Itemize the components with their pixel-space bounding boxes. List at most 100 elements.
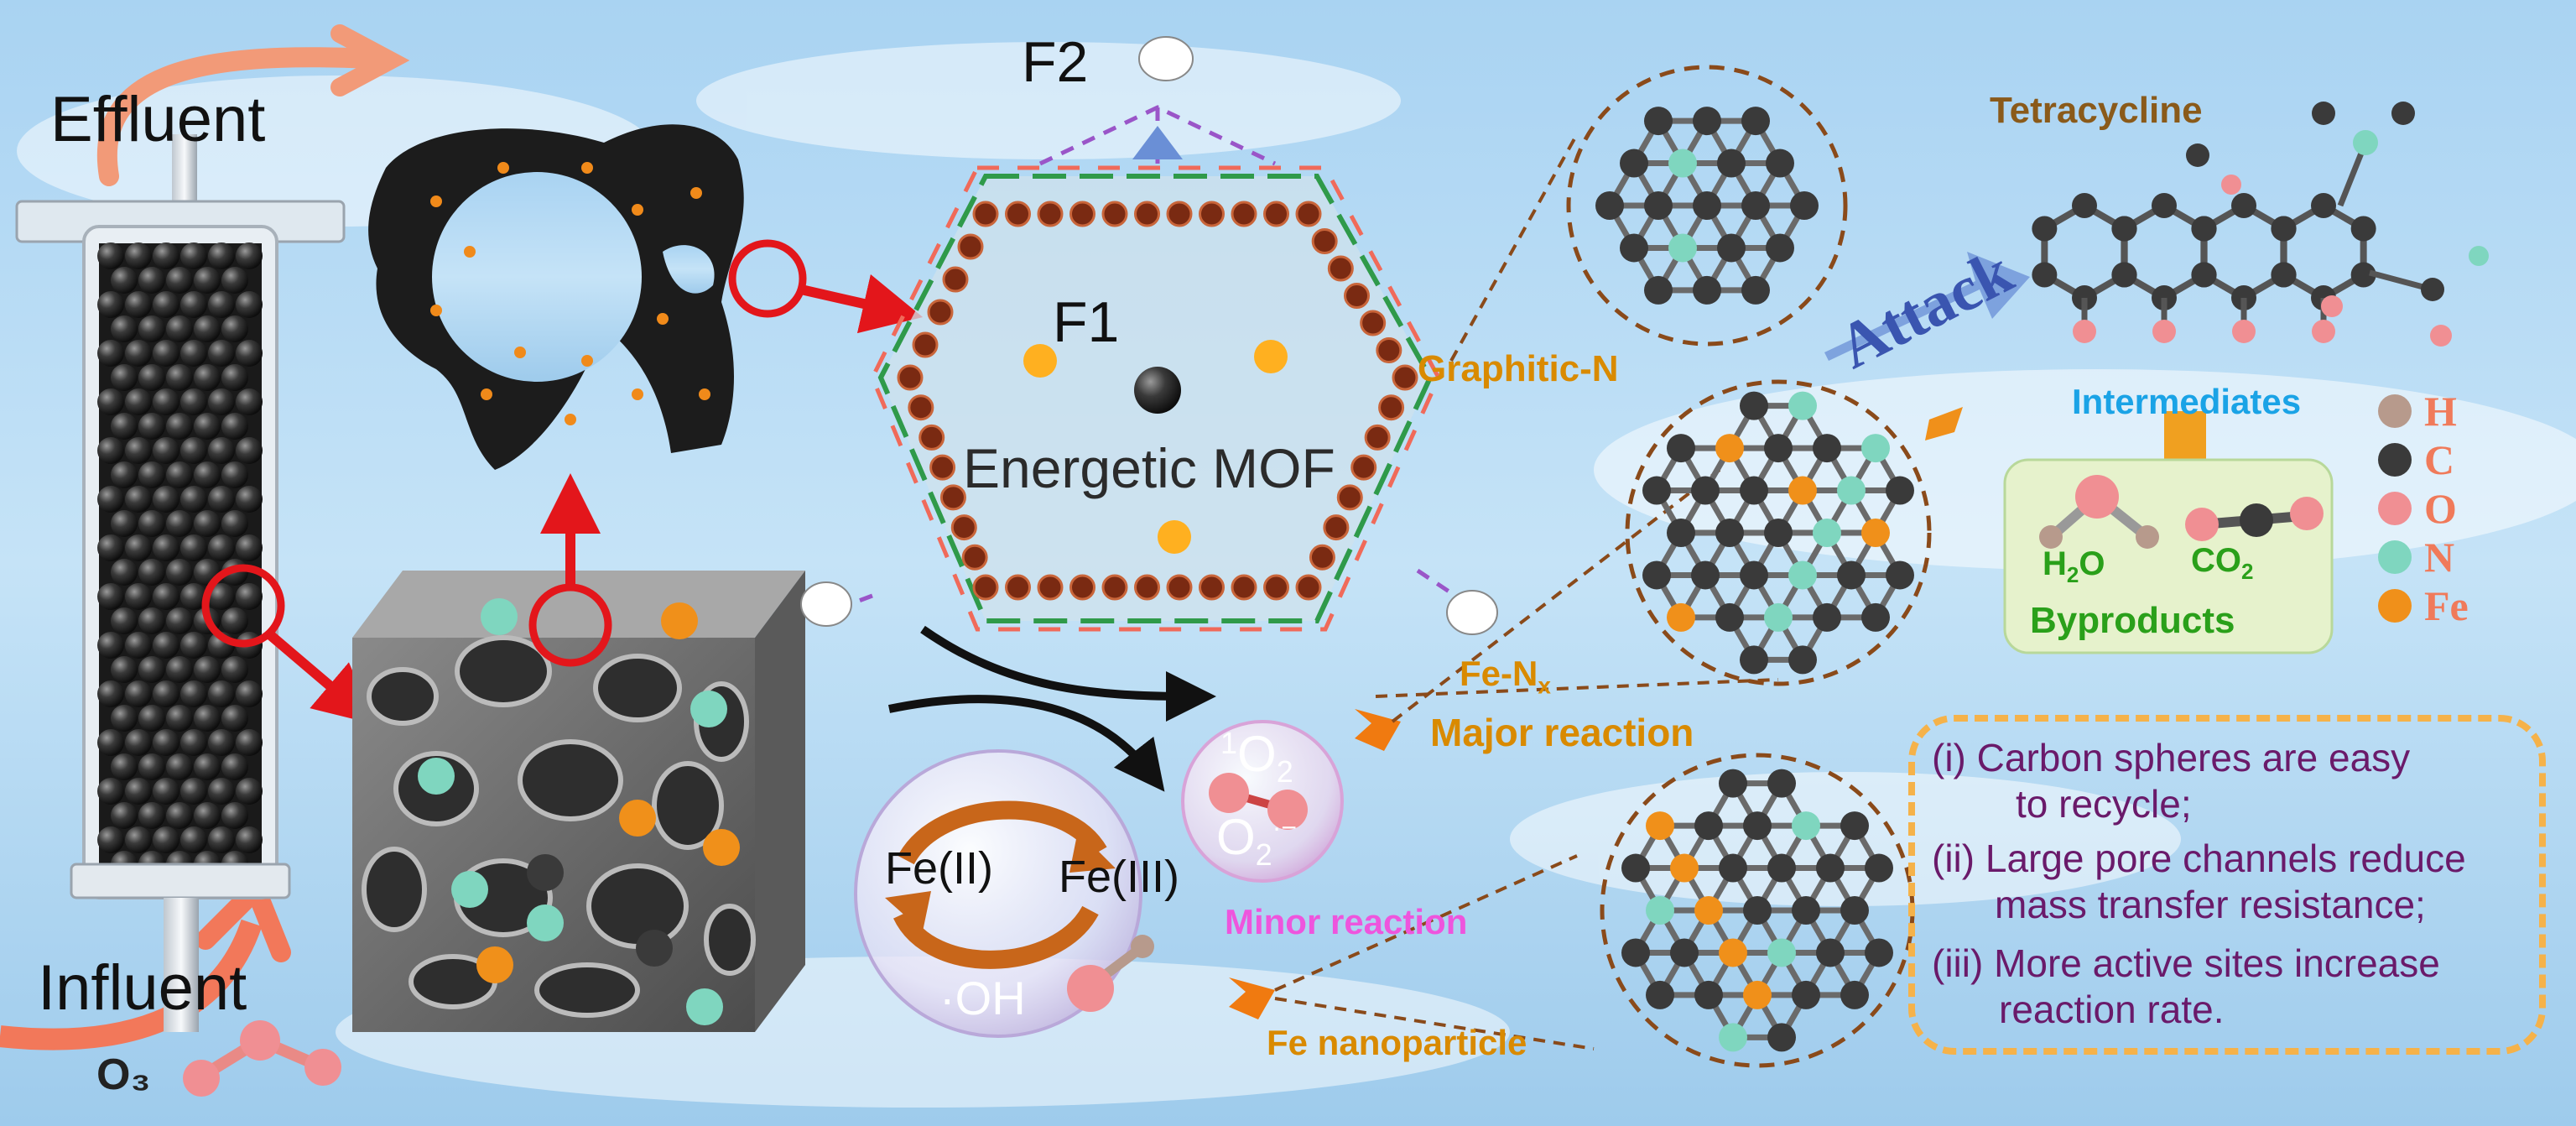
black-arrow-lower [887,695,1165,792]
carbon-sphere [180,486,207,513]
mof-bead [1364,424,1391,451]
carbon-sphere [97,680,124,707]
mof-bead [1327,255,1354,282]
carbon-atom [1840,896,1869,925]
carbon-atom [1764,434,1793,463]
carbon-atom [1790,191,1819,220]
major-reaction-chevron [1355,709,1401,751]
carbon-sphere [180,778,207,805]
carbon-atom [1642,560,1671,590]
carbon-sphere [180,680,207,707]
carbon-sphere [194,753,221,780]
carbon-atom [1693,107,1721,136]
pore [534,962,640,1018]
mof-bead [1166,201,1193,227]
nitrogen-atom [1837,476,1866,505]
major-reaction-label: Major reaction [1430,711,1694,754]
influent-arrow [0,919,263,1050]
carbon-sphere [180,583,207,610]
carbon-sphere [166,364,193,391]
cube-atom [527,854,564,891]
oxygen-atom [2232,320,2256,343]
effluent-arrow-head [330,24,410,96]
carbon-sphere [194,461,221,488]
carbon-sphere [125,486,152,513]
fe-dot [497,162,509,174]
carbon-atom [1886,560,1914,590]
carbon-atom [1644,275,1673,305]
fe3-label: Fe(III) [1059,852,1179,902]
carbon-sphere [97,291,124,318]
mof-bead [908,394,934,421]
carbon-sphere [221,607,248,634]
cube-atom [619,800,656,837]
nitrogen-atom [1719,1023,1747,1052]
carbon-sphere [166,461,193,488]
legend-swatch-o [2378,492,2412,525]
carbon-sphere [111,607,138,634]
carbon-sphere [153,437,180,464]
mof-bead [897,364,924,391]
nitrogen-atom [1861,434,1890,463]
carbon-atom [1741,107,1770,136]
pore [362,847,427,932]
legend-swatch-h [2378,394,2412,428]
carbon-sphere [138,559,165,586]
f2-arrow [1132,126,1183,159]
energetic-mof-label: Energetic MOF [963,437,1335,499]
carbon-sphere [221,705,248,732]
fe-dot [430,305,442,316]
marker-arrow-pore-to-mof [799,274,924,334]
carbon-sphere [138,510,165,537]
carbon-atom [1743,811,1772,841]
minor-reaction-label: Minor reaction [1225,902,1468,941]
fe-dot [632,204,643,216]
cube-atom [703,829,740,866]
carbon-atom [1715,519,1744,547]
carbon-sphere [153,534,180,561]
carbon-atom [1646,980,1674,1009]
mof-bead [972,574,999,601]
carbon-sphere [125,291,152,318]
carbon-sphere [97,632,124,659]
carbon-sphere [194,315,221,342]
superoxide-label: O2·− [1216,812,1297,870]
singlet-o: O [1237,726,1277,782]
carbon-sphere [166,705,193,732]
oxygen-atom [2221,175,2241,195]
carbon-sphere [208,583,235,610]
carbon-atom [1743,896,1772,925]
carbon-atom [1740,560,1768,590]
note-3-line-2: reaction rate. [1999,988,2225,1031]
note-3-line-1: (iii) More active sites increase [1932,941,2440,985]
nitrogen-atom [1646,896,1674,925]
carbon-sphere [180,632,207,659]
fe-dot [464,246,476,258]
carbon-sphere [125,388,152,415]
cube-atom [527,904,564,941]
carbon-sphere [208,486,235,513]
carbon-sphere [166,656,193,683]
mof-bead [919,424,945,451]
byproducts-panel [2003,458,2334,654]
fe-nx-subscript: x [1538,672,1551,699]
carbon-sphere [125,632,152,659]
carbon-atom [1813,434,1841,463]
nitrogen-atom [1764,602,1793,632]
oxygen-atom [2312,320,2335,343]
carbon-atom [1861,602,1890,632]
carbon-atom [2421,278,2444,301]
nitrogen-atom [2469,246,2489,266]
carbon-atom [1740,476,1768,505]
h2o-label: H2O [2043,547,2105,586]
legend-swatch-n [2378,540,2412,574]
carbon-sphere [236,340,263,367]
carbon-sphere [180,826,207,853]
mof-bead [1295,201,1322,227]
element-legend [2378,394,2412,623]
carbon-sphere [236,534,263,561]
carbon-sphere [97,583,124,610]
mof-bead [927,299,954,326]
carbon-sphere [180,534,207,561]
